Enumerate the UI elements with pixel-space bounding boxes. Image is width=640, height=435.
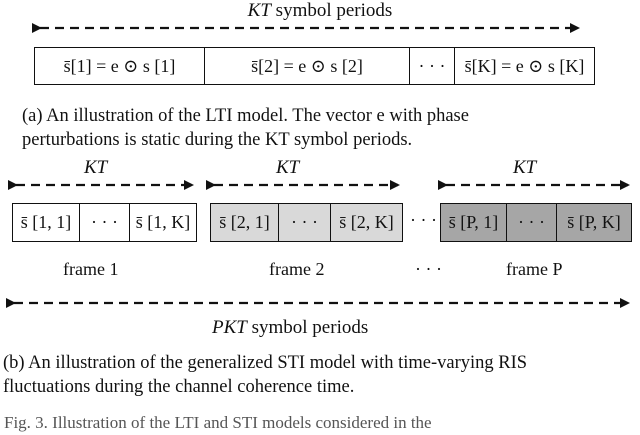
frame-p-cell-first: s̄ [P, 1] <box>441 204 507 241</box>
frame-1-box: s̄ [1, 1] · · · s̄ [1, K] <box>12 203 197 242</box>
frame-1-label: frame 1 <box>63 259 119 279</box>
frame-1-cell-ellipsis: · · · <box>80 204 130 241</box>
between-frames-ellipsis: · · · <box>410 210 437 230</box>
frame-2-label: frame 2 <box>269 259 325 279</box>
caption-a-line-1: (a) An illustration of the LTI model. Th… <box>22 106 469 126</box>
frame-2-cell-ellipsis: · · · <box>279 204 331 241</box>
caption-a-line-2: perturbations is static during the KT sy… <box>22 130 413 150</box>
caption-a: (a) An illustration of the LTI model. Th… <box>22 104 469 152</box>
figure-caption: Fig. 3. Illustration of the LTI and STI … <box>4 413 432 432</box>
kt-label-frame-p: KT <box>513 157 537 178</box>
lti-cell-k: s̄[K] = e ⊙ s [K] <box>464 55 585 76</box>
kt-symbol-periods-label: KT symbol periods <box>247 0 393 21</box>
frame-2-box: s̄ [2, 1] · · · s̄ [2, K] <box>210 203 403 242</box>
caption-b-line-2: fluctuations during the channel coherenc… <box>3 377 355 397</box>
diagram-lines <box>6 23 630 308</box>
lti-cell-1: s̄[1] = e ⊙ s [1] <box>35 48 205 84</box>
frame-labels-ellipsis: · · · <box>415 259 442 279</box>
pkt-symbol-periods-label: PKT symbol periods <box>212 317 369 338</box>
frame-2-cell-last: s̄ [2, K] <box>339 212 394 232</box>
kt-label-frame-1: KT <box>84 157 108 178</box>
lti-symbol-row: s̄[1] = e ⊙ s [1] s̄[2] = e ⊙ s [2] · · … <box>34 47 595 85</box>
caption-b: (b) An illustration of the generalized S… <box>3 351 527 399</box>
frame-p-cell-ellipsis: · · · <box>507 204 557 241</box>
caption-b-line-1: (b) An illustration of the generalized S… <box>3 353 528 373</box>
lti-cell-2: s̄[2] = e ⊙ s [2] <box>205 48 410 84</box>
frame-2-cell-first: s̄ [2, 1] <box>211 204 279 241</box>
frame-1-cell-last: s̄ [1, K] <box>135 212 191 232</box>
frame-p-label: frame P <box>506 259 563 279</box>
lti-cell-ellipsis: · · · <box>410 48 455 84</box>
frame-p-box: s̄ [P, 1] · · · s̄ [P, K] <box>440 203 632 242</box>
frame-p-cell-last: s̄ [P, K] <box>567 212 621 232</box>
frame-1-cell-first: s̄ [1, 1] <box>13 204 80 241</box>
kt-label-frame-2: KT <box>276 157 300 178</box>
